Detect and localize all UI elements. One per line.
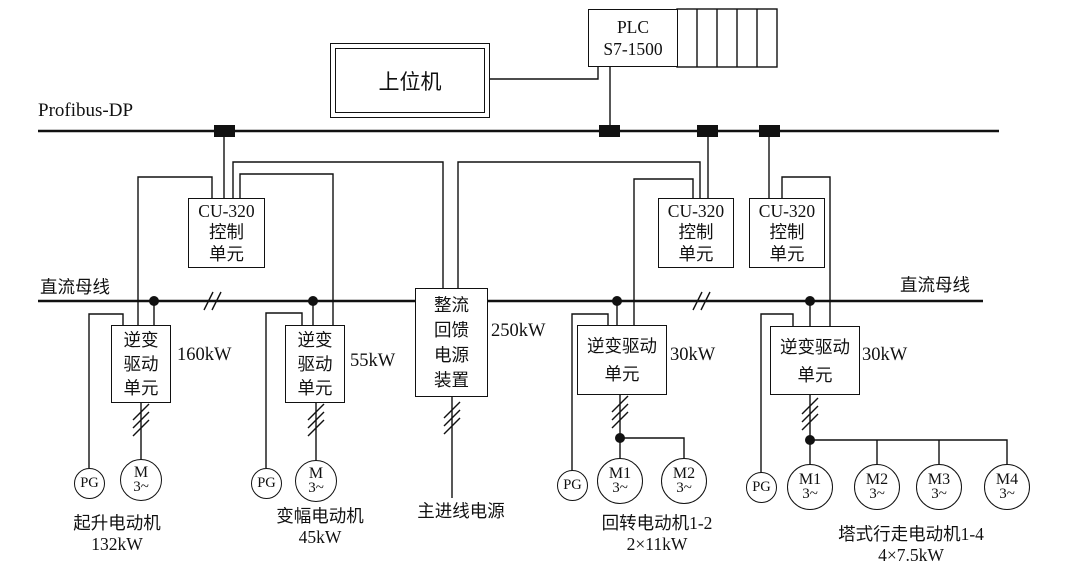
- slewing-caption: 回转电动机1-2 2×11kW: [601, 513, 713, 554]
- cu3-wires: [768, 137, 831, 326]
- dc-bus-line: [38, 291, 983, 311]
- profibus-tap: [214, 125, 235, 137]
- junction-dots: [149, 296, 815, 445]
- profibus-bus-line: [38, 125, 999, 137]
- travel-encoder: PG: [746, 472, 777, 503]
- profibus-label: Profibus-DP: [38, 100, 134, 121]
- motor-name: M3: [927, 471, 951, 488]
- luffing-inverter-box: 逆变 驱动 单元: [285, 325, 345, 403]
- phase-marks-icon: [611, 395, 629, 429]
- luffing-encoder: PG: [251, 468, 282, 499]
- motor-name: M1: [608, 465, 632, 482]
- cu2-wires: [457, 137, 709, 325]
- travel-motor-4: M4 3~: [984, 464, 1030, 510]
- profibus-tap: [759, 125, 780, 137]
- luffing-drive-power: 55kW: [350, 351, 396, 371]
- luffing-motor: M 3~: [295, 460, 337, 502]
- slewing-motor-2: M2 3~: [661, 458, 707, 504]
- travel-motor-1: M1 3~: [787, 464, 833, 510]
- mains-supply-caption: 主进线电源: [417, 501, 505, 521]
- pg-label: PG: [257, 475, 276, 491]
- hoist-inverter-box: 逆变 驱动 单元: [111, 325, 171, 403]
- travel-drive-power: 30kW: [862, 345, 908, 365]
- hoist-drive-power: 160kW: [177, 345, 232, 365]
- motor-phase: 3~: [802, 486, 818, 502]
- motor-phase: 3~: [612, 480, 628, 496]
- motor-phase: 3~: [676, 480, 692, 496]
- phase-marks-icon: [443, 401, 461, 435]
- phase-marks-icon: [307, 403, 325, 437]
- slewing-inverter-box: 逆变驱动 单元: [577, 325, 667, 395]
- profibus-tap: [697, 125, 718, 137]
- motor-name: M4: [995, 471, 1019, 488]
- motor-name: M: [308, 465, 324, 482]
- luffing-caption: 变幅电动机 45kW: [276, 506, 364, 547]
- pg-label: PG: [563, 477, 582, 493]
- motor-phase: 3~: [931, 486, 947, 502]
- hoist-encoder: PG: [74, 468, 105, 499]
- slewing-drive-wires: [571, 301, 685, 471]
- cu320-box-3: CU-320 控制 单元: [749, 198, 825, 268]
- slewing-encoder: PG: [557, 470, 588, 501]
- slewing-motor-1: M1 3~: [597, 458, 643, 504]
- dc-bus-label-left: 直流母线: [40, 277, 110, 297]
- host-plc-wires: [490, 67, 611, 126]
- rectifier-power: 250kW: [491, 321, 546, 341]
- travel-motor-3: M3 3~: [916, 464, 962, 510]
- cu320-box-2: CU-320 控制 单元: [658, 198, 734, 268]
- hoist-caption: 起升电动机 132kW: [73, 513, 161, 554]
- profibus-tap: [599, 125, 620, 137]
- hoist-motor: M 3~: [120, 459, 162, 501]
- plc-box: PLC S7-1500: [588, 9, 678, 67]
- phase-marks-icon: [801, 397, 819, 431]
- motor-phase: 3~: [999, 486, 1015, 502]
- pg-label: PG: [752, 479, 771, 495]
- host-computer-label: 上位机: [335, 48, 485, 113]
- luffing-drive-wires: [265, 301, 325, 468]
- dc-bus-break-icon: [692, 291, 711, 311]
- slewing-drive-power: 30kW: [670, 345, 716, 365]
- motor-name: M: [133, 464, 149, 481]
- phase-marks-icon: [132, 403, 150, 437]
- plc-rack: [676, 8, 778, 68]
- cu1-wires: [137, 137, 444, 325]
- rectifier-box: 整流 回馈 电源 装置: [415, 288, 488, 397]
- motor-phase: 3~: [869, 486, 885, 502]
- pg-label: PG: [80, 475, 99, 491]
- travel-inverter-box: 逆变驱动 单元: [770, 326, 860, 395]
- rectifier-wires: [443, 397, 461, 498]
- motor-phase: 3~: [133, 479, 149, 495]
- motor-name: M2: [672, 465, 696, 482]
- cu320-box-1: CU-320 控制 单元: [188, 198, 265, 268]
- dc-bus-break-icon: [203, 291, 222, 311]
- motor-name: M1: [798, 471, 822, 488]
- travel-motor-2: M2 3~: [854, 464, 900, 510]
- motor-name: M2: [865, 471, 889, 488]
- dc-bus-label-right: 直流母线: [900, 275, 970, 295]
- travel-caption: 塔式行走电动机1-4 4×7.5kW: [838, 524, 984, 565]
- motor-phase: 3~: [308, 480, 324, 496]
- hoist-drive-wires: [88, 301, 155, 468]
- host-computer-box: 上位机: [330, 43, 490, 118]
